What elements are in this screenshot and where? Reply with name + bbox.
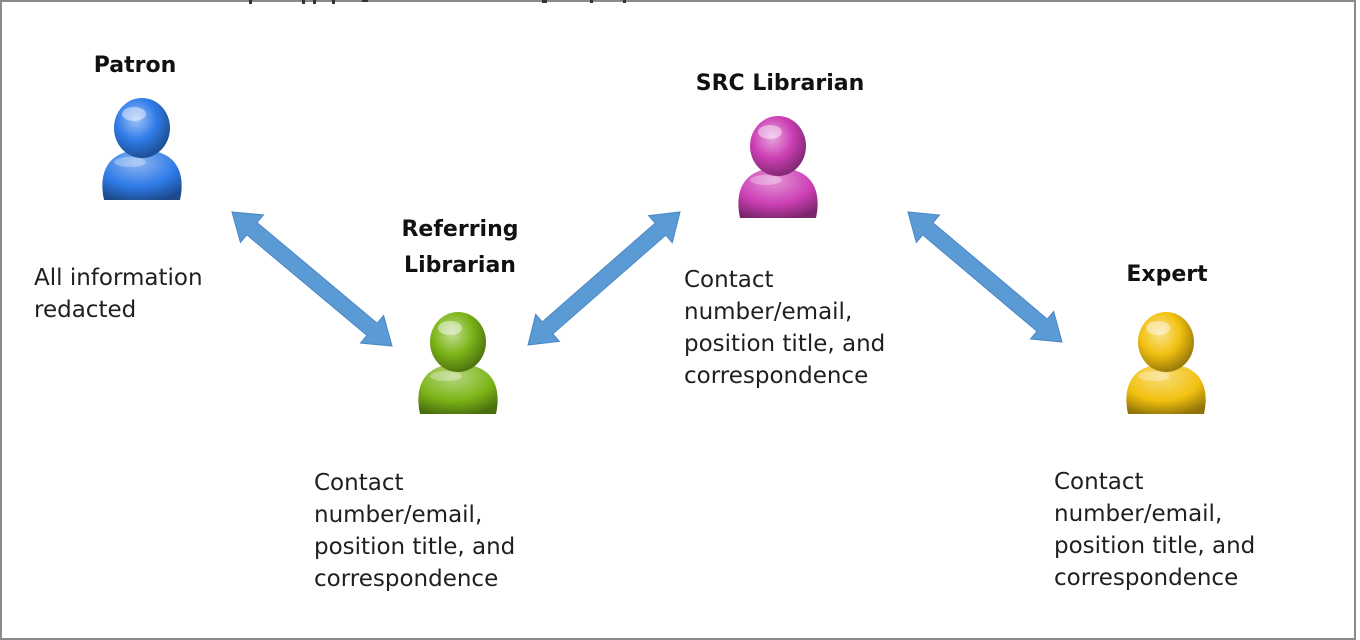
expert-title: Expert: [1126, 262, 1208, 287]
referring-librarian-info: Contact number/email, position title, an…: [314, 470, 516, 592]
src-librarian-person-icon: [738, 116, 818, 218]
referring-librarian-title: Referring Librarian: [380, 212, 540, 284]
arrow-referring-src: [527, 211, 681, 346]
patron-info: All information redacted: [34, 265, 203, 323]
referring-title-line1: Referring: [401, 217, 519, 242]
referring-librarian-person-icon: [418, 312, 498, 414]
arrow-src-expert: [907, 211, 1063, 343]
src-librarian-title: SRC Librarian: [695, 71, 865, 96]
referring-title-line2: Librarian: [404, 253, 516, 278]
patron-person-icon: [102, 98, 182, 200]
expert-person-icon: [1126, 312, 1206, 414]
expert-info: Contact number/email, position title, an…: [1054, 469, 1256, 591]
cropped-top-text: [2, 0, 1356, 8]
arrow-patron-referring: [231, 211, 393, 347]
patron-title: Patron: [93, 53, 177, 78]
src-librarian-info: Contact number/email, position title, an…: [684, 267, 886, 389]
